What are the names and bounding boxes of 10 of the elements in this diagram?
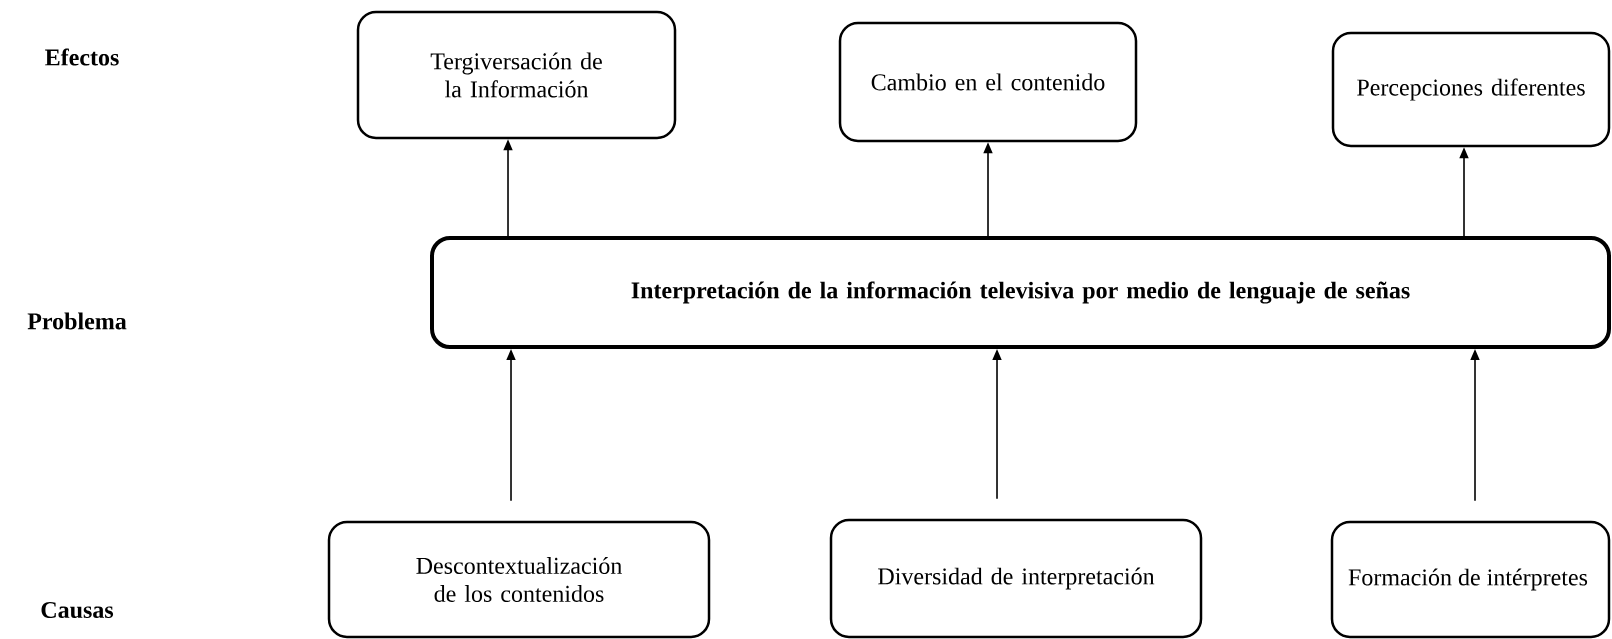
level-label: Causas [41,601,114,619]
effect-box: Tergiversación de la Información [356,10,677,140]
level-label: Efectos [45,48,119,66]
effect-box: Percepciones diferentes [1331,31,1611,148]
cause-box: Descontextualización de los contenidos [327,520,711,639]
cause-box: Diversidad de interpretación [829,518,1203,639]
cause-box: Formación de intérpretes [1330,520,1611,639]
problem-box: Interpretación de la información televisiva por medio de lenguaje de señas [430,236,1611,349]
level-label: Problema [27,312,127,330]
effect-box: Cambio en el contenido [838,21,1138,143]
